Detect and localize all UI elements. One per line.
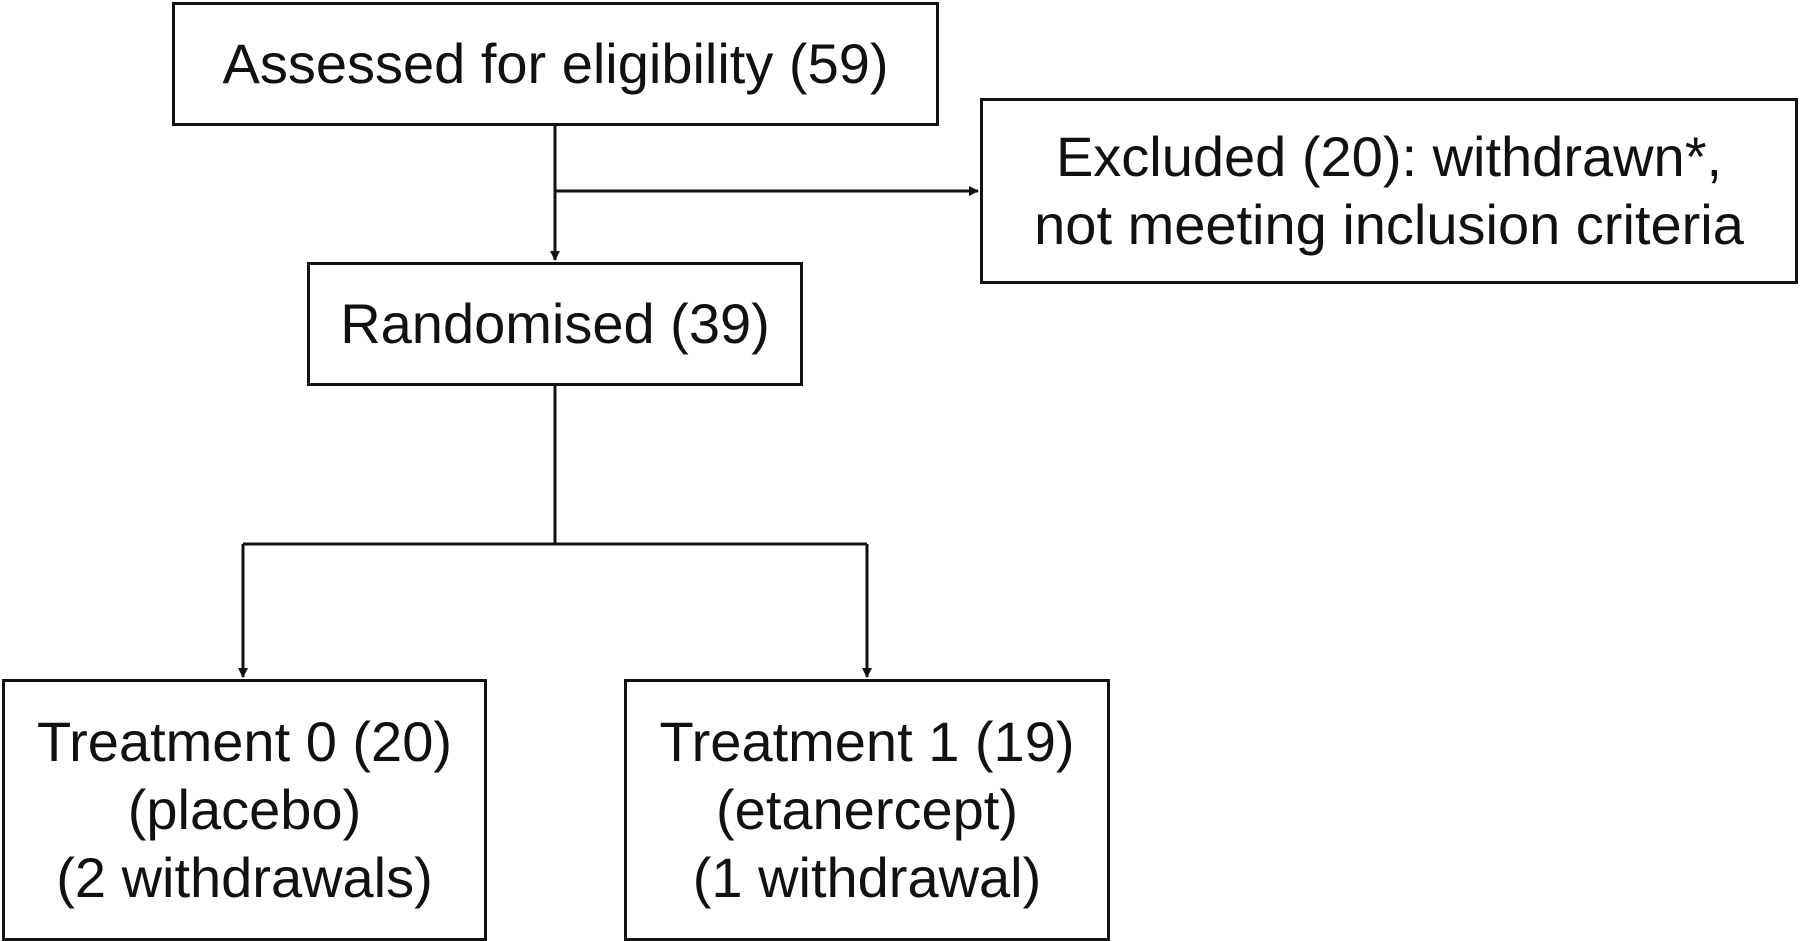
- treatment-1-title: Treatment 1 (19): [659, 710, 1075, 774]
- treatment-0-box: Treatment 0 (20) (placebo) (2 withdrawal…: [2, 679, 487, 941]
- randomised-label: Randomised (39): [340, 292, 770, 356]
- assessed-box: Assessed for eligibility (59): [172, 2, 939, 126]
- treatment-1-box: Treatment 1 (19) (etanercept) (1 withdra…: [624, 679, 1110, 941]
- treatment-1-drug: (etanercept): [716, 778, 1018, 842]
- excluded-box: Excluded (20): withdrawn*, not meeting i…: [980, 98, 1798, 284]
- randomised-box: Randomised (39): [307, 262, 803, 386]
- excluded-label-line-1: Excluded (20): withdrawn*,: [1055, 125, 1723, 189]
- treatment-0-drug: (placebo): [127, 778, 362, 842]
- treatment-0-title: Treatment 0 (20): [37, 710, 452, 774]
- assessed-label: Assessed for eligibility (59): [222, 32, 889, 96]
- excluded-label-line-2: not meeting inclusion criteria: [1034, 193, 1744, 256]
- treatment-0-withdrawals: (2 withdrawals): [56, 845, 433, 909]
- treatment-1-withdrawals: (1 withdrawal): [692, 845, 1042, 909]
